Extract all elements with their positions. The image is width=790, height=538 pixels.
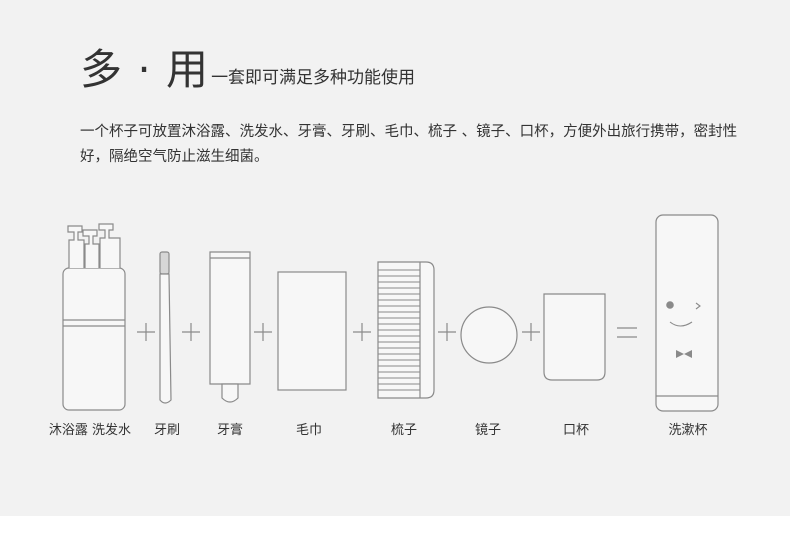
kit-diagram [62,214,719,412]
cup-icon [543,293,606,381]
equals-icon [617,327,637,338]
plus-icon [522,323,540,341]
item-caption: 沐浴露 洗发水 [48,423,132,438]
feature-panel: 多 · 用 一套即可满足多种功能使用 一个杯子可放置沐浴露、洗发水、牙膏、牙刷、… [0,0,790,516]
plus-icon [254,323,272,341]
comb-icon [377,261,435,399]
plus-icon [438,323,456,341]
toothbrush-icon [159,251,172,404]
item-caption: 牙刷 [153,423,181,438]
item-caption: 口杯 [562,423,590,438]
item-caption: 牙膏 [216,423,244,438]
plus-icon [182,323,200,341]
headline: 多 · 用 一套即可满足多种功能使用 [80,46,415,94]
headline-subtitle: 一套即可满足多种功能使用 [211,68,416,88]
toothpaste-icon [209,251,251,403]
item-caption: 梳子 [390,423,418,438]
mirror-icon [460,306,518,364]
bottles-cup-icon [62,223,126,411]
item-caption: 洗漱杯 [668,423,708,438]
headline-title: 多 · 用 [80,45,210,94]
item-caption: 镜子 [474,423,502,438]
towel-icon [277,271,347,391]
description-text: 一个杯子可放置沐浴露、洗发水、牙膏、牙刷、毛巾、梳子 、镜子、口杯，方便外出旅行… [80,124,738,165]
plus-icon [137,323,155,341]
plus-icon [353,323,371,341]
travel-cup-icon [655,214,719,412]
item-caption: 毛巾 [295,423,323,438]
